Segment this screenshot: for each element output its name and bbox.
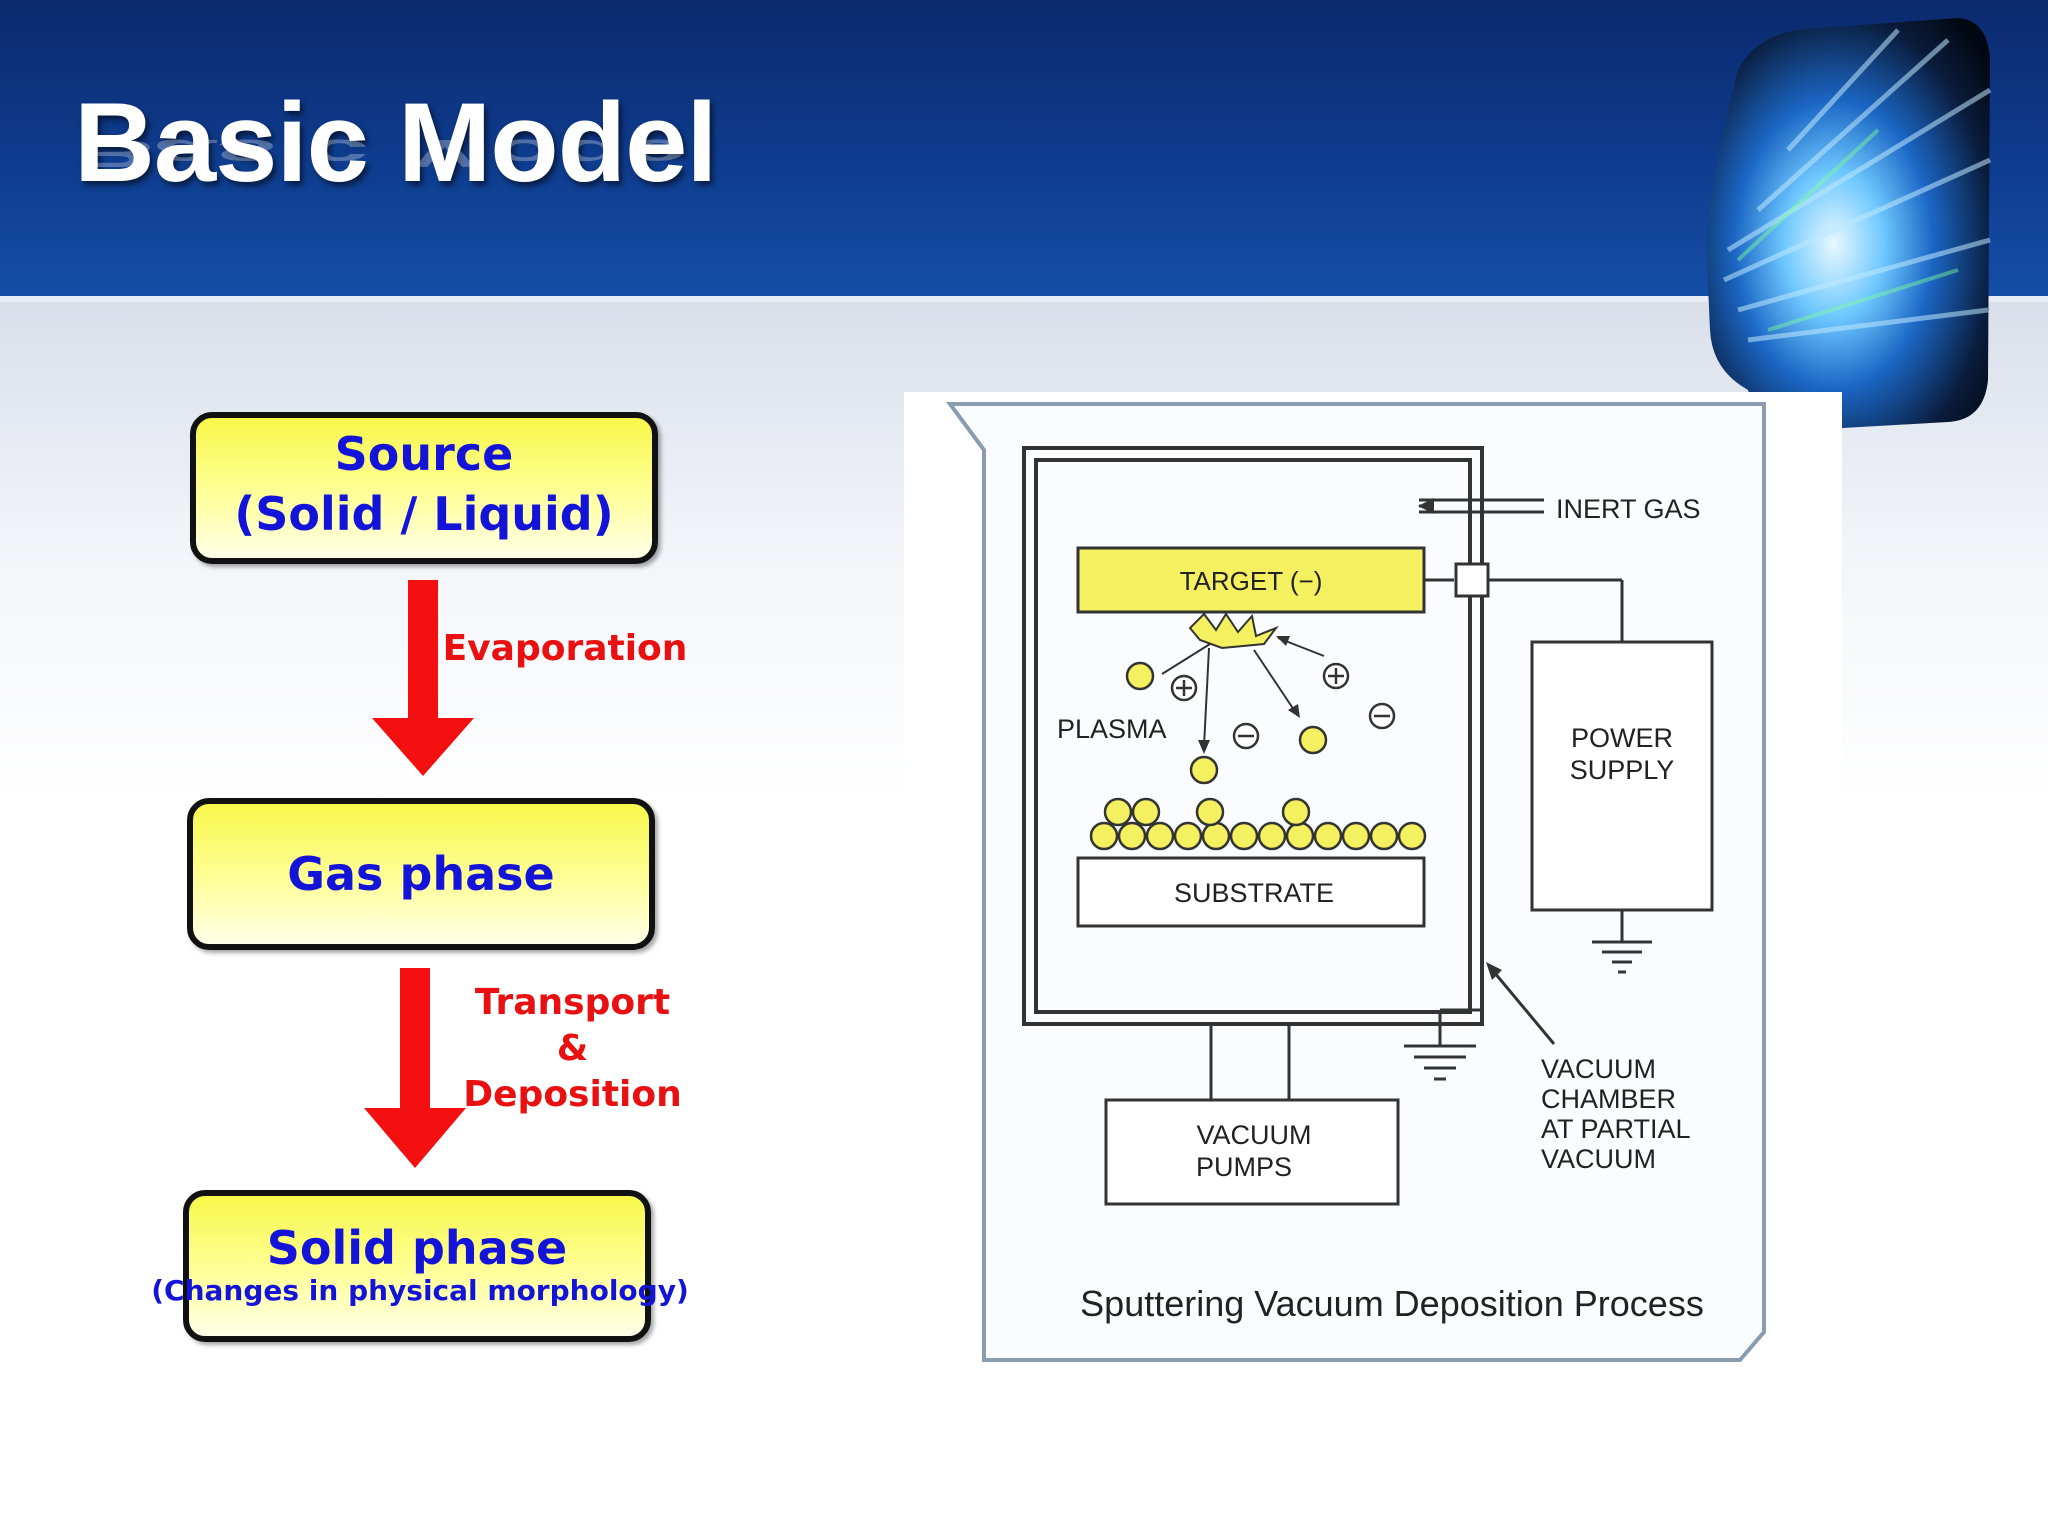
slide-header <box>0 0 2048 302</box>
inert-gas-label: INERT GAS <box>1556 494 1701 524</box>
vacuum-pumps-label-line1: VACUUM <box>1196 1120 1311 1150</box>
sputtering-diagram: INERT GAS TARGET (−) POWER SUPPLY <box>946 402 1766 1362</box>
evaporation-label: Evaporation <box>442 628 688 669</box>
vacuum-chamber-label-line3: AT PARTIAL <box>1541 1114 1691 1144</box>
solid-phase-box: Solid phase <box>183 1190 651 1342</box>
light-beam-cube-icon <box>1706 18 1992 430</box>
substrate-label: SUBSTRATE <box>1174 878 1334 908</box>
slide-title: Basic Model <box>74 80 718 205</box>
gas-phase-box: Gas phase <box>187 798 655 950</box>
transport-label: Transport <box>474 982 671 1023</box>
vacuum-chamber-label-line2: CHAMBER <box>1541 1084 1676 1114</box>
vacuum-chamber-label-line4: VACUUM <box>1541 1144 1656 1174</box>
target-label: TARGET (−) <box>1180 566 1323 596</box>
source-box: Source (Solid / Liquid) <box>190 412 658 564</box>
evaporation-arrow-icon <box>372 580 474 776</box>
gas-phase-label: Gas phase <box>287 847 555 901</box>
source-label: Source <box>334 427 514 481</box>
supply-label: SUPPLY <box>1570 755 1675 785</box>
diagram-caption: Sputtering Vacuum Deposition Process <box>1080 1283 1704 1324</box>
transport-deposition-label: Transport & Deposition <box>440 980 705 1118</box>
sputtering-diagram-image: INERT GAS TARGET (−) POWER SUPPLY <box>904 392 1842 1366</box>
slide-title-reflection: Basic Model <box>74 131 717 176</box>
solid-phase-sublabel: (Changes in physical morphology) <box>151 1274 689 1307</box>
transport-arrow-icon <box>364 968 466 1168</box>
solid-phase-label: Solid phase <box>266 1221 568 1275</box>
vacuum-chamber-label-line1: VACUUM <box>1541 1054 1656 1084</box>
vacuum-pumps-label-line2: PUMPS <box>1196 1152 1292 1182</box>
ampersand-label: & <box>556 1028 589 1069</box>
deposition-label: Deposition <box>463 1074 682 1115</box>
power-label: POWER <box>1571 723 1673 753</box>
source-state-label: (Solid / Liquid) <box>234 487 614 541</box>
plasma-label: PLASMA <box>1057 714 1167 744</box>
